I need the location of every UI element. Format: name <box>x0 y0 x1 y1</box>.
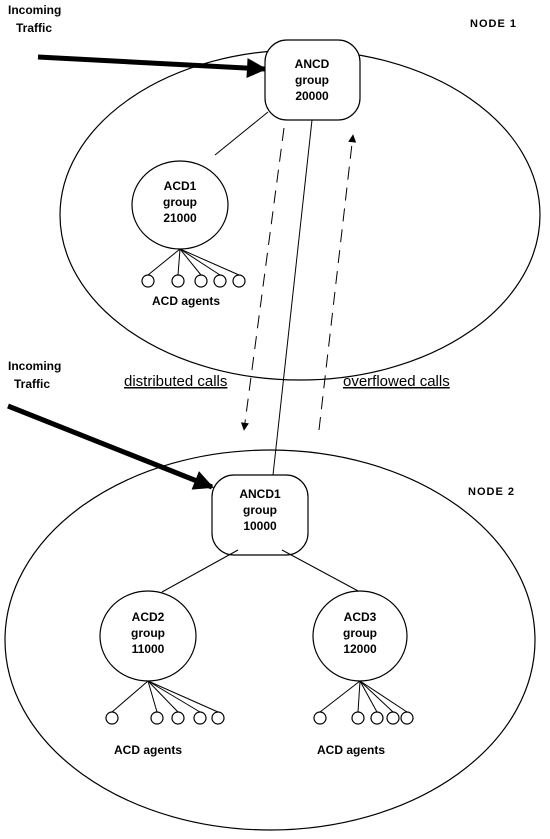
node1-ancd-name: ANCD <box>295 57 330 71</box>
node1-acd1-number: 21000 <box>163 211 197 225</box>
node2-acd2-agent-icons <box>105 711 225 725</box>
node1-agents-label: ACD agents <box>152 294 220 308</box>
agent-icon <box>171 274 185 288</box>
agent-icon <box>193 711 207 725</box>
distributed-calls-arrow <box>240 127 285 431</box>
agent-icon <box>194 274 208 288</box>
node2-boundary <box>4 449 536 831</box>
node2-incoming-traffic-label: Incoming Traffic <box>8 359 61 391</box>
agent-icon <box>213 274 227 288</box>
node1-acd1-name: ACD1 <box>164 179 197 193</box>
agent-icon <box>232 274 246 288</box>
node1-ancd-group-word: group <box>295 73 329 87</box>
node2-acd2-agents-label: ACD agents <box>114 743 182 757</box>
node2-acd2-agent-links <box>111 680 219 713</box>
agent-icon <box>370 711 384 725</box>
node1-acd1-group-word: group <box>163 195 197 209</box>
overflowed-calls-label: overflowed calls <box>343 373 450 390</box>
node2-acd2-name: ACD2 <box>132 610 165 624</box>
node1-incoming-arrow <box>37 54 267 79</box>
node2-acd3-number: 12000 <box>343 642 377 656</box>
agent-icon <box>211 711 225 725</box>
agent-icon <box>313 711 327 725</box>
ancd-trunk-link <box>272 119 313 476</box>
node2-label: NODE 2 <box>468 486 515 498</box>
node1-ancd-group-box <box>264 39 361 121</box>
agent-icon <box>105 711 119 725</box>
node2-ancd1-to-acd3-link <box>281 549 361 593</box>
agent-icon <box>400 711 414 725</box>
node2-acd3-group-word: group <box>343 626 377 640</box>
node2-acd3-agent-links <box>319 680 408 713</box>
node2-ancd1-number: 10000 <box>243 519 277 533</box>
svg-text:Incoming: Incoming <box>8 3 61 17</box>
node1-ancd-to-acd1-link <box>214 111 269 156</box>
distributed-calls-label: distributed calls <box>124 373 227 390</box>
node2-incoming-arrow <box>7 403 214 490</box>
node2-acd2-number: 11000 <box>132 642 165 656</box>
node1-label: NODE 1 <box>470 18 517 30</box>
agent-icon <box>150 711 164 725</box>
svg-text:Traffic: Traffic <box>16 21 52 35</box>
node1-agent-links <box>147 248 240 276</box>
node2-acd2-group-word: group <box>131 626 165 640</box>
svg-text:Incoming: Incoming <box>8 359 61 373</box>
agent-icon <box>171 711 185 725</box>
node2-ancd1-name: ANCD1 <box>239 487 281 501</box>
node1-ancd-number: 20000 <box>295 89 329 103</box>
agent-icon <box>351 711 365 725</box>
node2-acd3-agents-label: ACD agents <box>317 743 385 757</box>
node2-ancd1-to-acd2-link <box>161 549 239 593</box>
node2-ancd1-group-box <box>211 474 309 556</box>
node1-agent-icons <box>141 274 246 288</box>
node1-incoming-traffic-label: Incoming Traffic <box>8 3 61 35</box>
node2-acd3-name: ACD3 <box>344 610 377 624</box>
node2-ancd1-group-word: group <box>243 503 277 517</box>
overflowed-calls-arrow <box>318 134 357 431</box>
agent-icon <box>386 711 400 725</box>
svg-text:Traffic: Traffic <box>14 377 50 391</box>
node2-acd3-agent-icons <box>313 711 414 725</box>
agent-icon <box>141 274 155 288</box>
